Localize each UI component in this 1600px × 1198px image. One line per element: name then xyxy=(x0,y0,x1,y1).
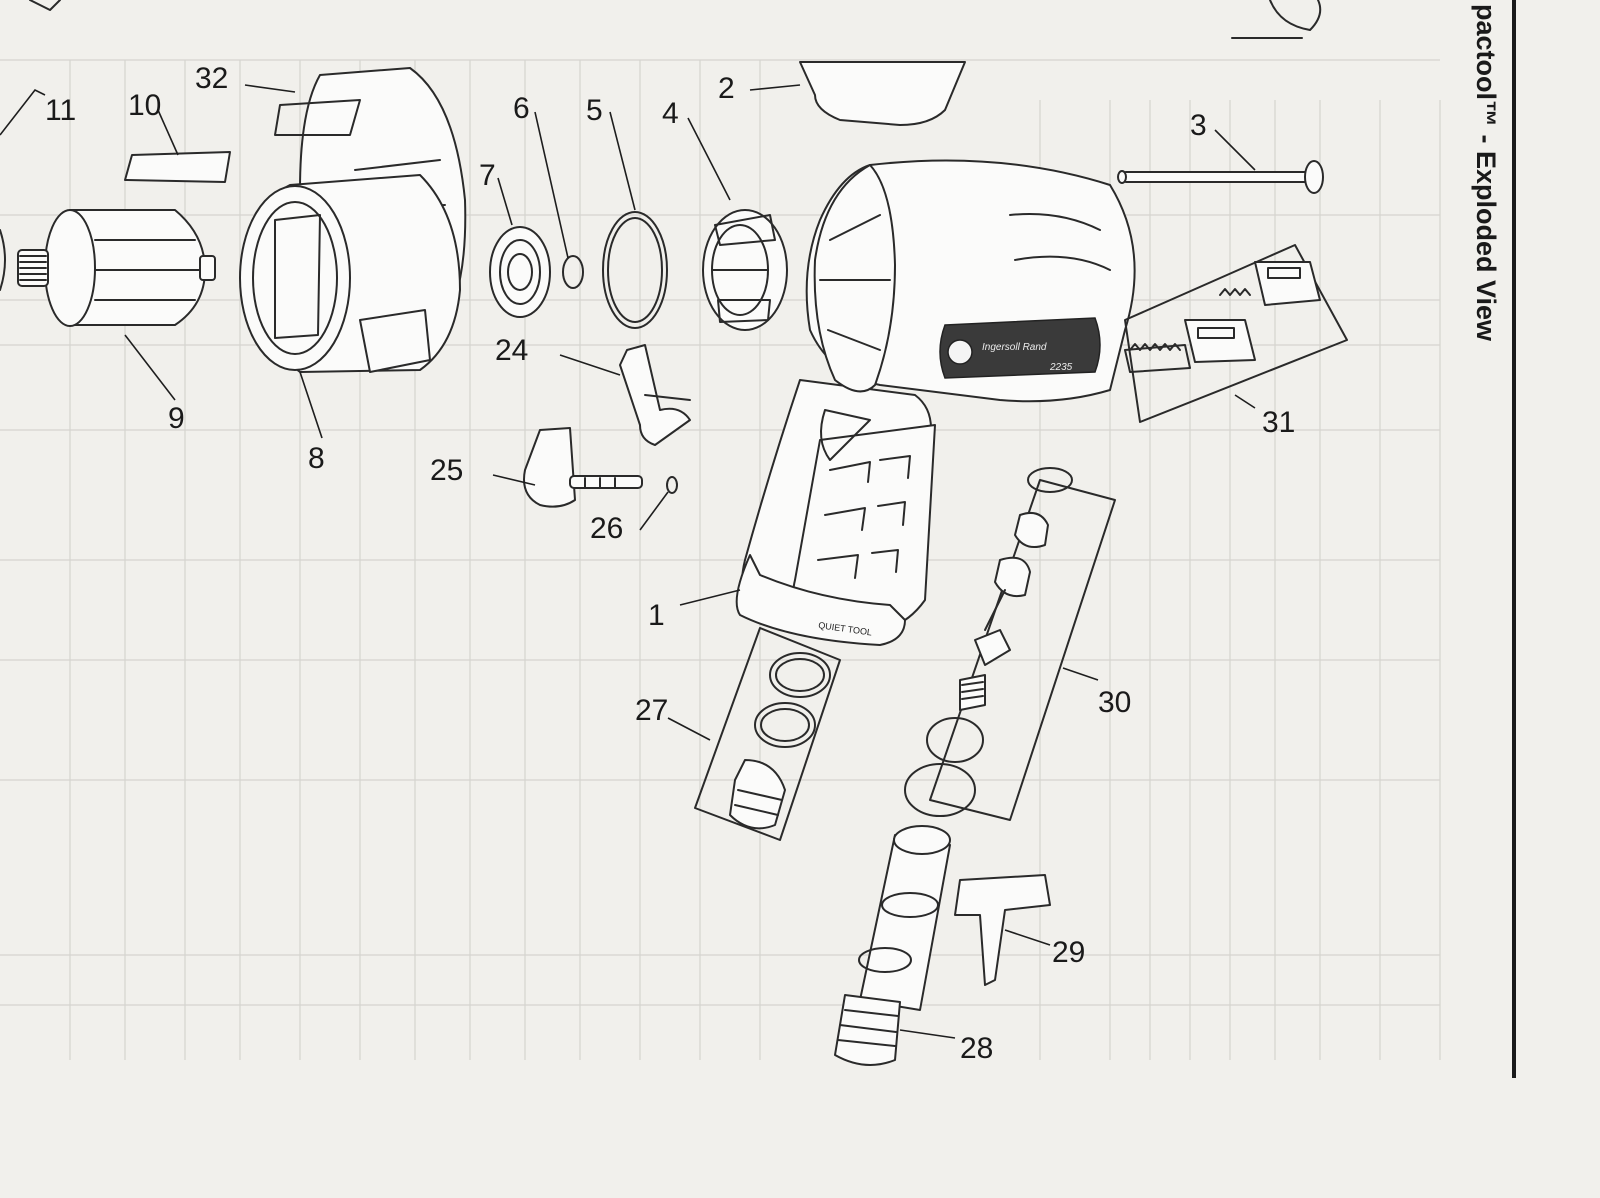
part-3-pin xyxy=(1117,160,1324,194)
callout-25: 25 xyxy=(430,454,463,487)
housing-brand: Ingersoll Rand xyxy=(982,342,1047,353)
bleed-through-table xyxy=(0,59,1441,1060)
callout-5: 5 xyxy=(586,94,603,127)
callout-7: 7 xyxy=(479,159,496,192)
part-8-rear-housing xyxy=(239,174,461,373)
callout-9: 9 xyxy=(168,402,185,435)
callout-29: 29 xyxy=(1052,936,1085,969)
part-1-housing: QUIET TOOL Ingersoll Rand 2235 xyxy=(735,159,1136,646)
callout-24: 24 xyxy=(495,334,528,367)
callout-28: 28 xyxy=(960,1032,993,1065)
page-title: pactool™ - Exploded View xyxy=(1471,4,1501,342)
part-5-o-ring xyxy=(602,211,668,329)
part-10-vane xyxy=(124,151,231,183)
callout-26: 26 xyxy=(590,512,623,545)
part-26-small-o-ring xyxy=(666,476,678,494)
part-30-inlet-valve-kit xyxy=(904,467,1116,821)
callout-2: 2 xyxy=(718,72,735,105)
part-27-inlet-kit xyxy=(694,627,841,841)
callout-30: 30 xyxy=(1098,686,1131,719)
part-7-bearing xyxy=(489,226,551,318)
part-edge-fragment xyxy=(0,229,6,291)
callout-10: 10 xyxy=(128,89,161,122)
callout-6: 6 xyxy=(513,92,530,125)
top-left-fragment xyxy=(29,0,61,11)
part-29-clip xyxy=(954,874,1051,986)
housing-model: 2235 xyxy=(1049,362,1073,373)
callout-8: 8 xyxy=(308,442,325,475)
callout-32: 32 xyxy=(195,62,228,95)
callout-1: 1 xyxy=(648,599,665,632)
part-31-reverse-valve xyxy=(1124,244,1348,423)
part-25-throttle xyxy=(523,427,643,508)
leader-lines xyxy=(0,84,1256,1039)
callout-4: 4 xyxy=(662,97,679,130)
callout-3: 3 xyxy=(1190,109,1207,142)
callout-11: 11 xyxy=(45,94,76,127)
callout-31: 31 xyxy=(1262,406,1295,439)
part-24-trigger xyxy=(619,344,691,446)
corner-fragment xyxy=(1269,0,1322,31)
part-28-inlet-tube xyxy=(834,825,951,1066)
part-9-rotor xyxy=(17,209,216,327)
callout-labels: 1 2 3 4 5 6 7 8 9 10 11 24 25 26 27 28 2… xyxy=(45,62,1295,1065)
part-6-retaining-ring xyxy=(562,255,584,289)
part-4-end-plate xyxy=(702,209,788,331)
part-2-nameplate xyxy=(799,61,966,126)
callout-27: 27 xyxy=(635,694,668,727)
